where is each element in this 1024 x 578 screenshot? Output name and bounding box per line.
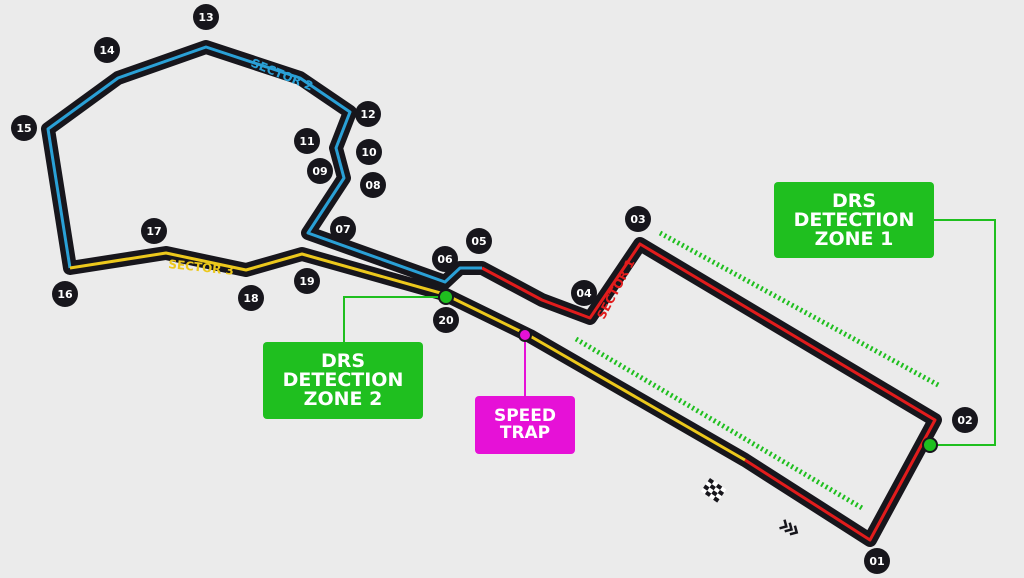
drs2-line2: DETECTION — [282, 369, 404, 391]
turn-20-marker: 20 — [433, 307, 459, 333]
turn-07-marker: 07 — [330, 216, 356, 242]
turn-16-label: 16 — [57, 288, 73, 301]
speed-trap-line2: TRAP — [499, 423, 551, 443]
turn-01-marker: 01 — [864, 548, 890, 574]
turn-17-marker: 17 — [141, 218, 167, 244]
drs1-line1: DRS — [831, 189, 877, 212]
direction-chevrons-icon — [779, 519, 799, 536]
turn-01-label: 01 — [869, 555, 884, 568]
turn-10-marker: 10 — [356, 139, 382, 165]
turn-08-label: 08 — [365, 179, 380, 192]
turn-13-marker: 13 — [193, 4, 219, 30]
speed-trap-point — [518, 328, 532, 342]
drs-zone-2-line — [574, 336, 864, 511]
turn-16-marker: 16 — [52, 281, 78, 307]
turn-11-marker: 11 — [294, 128, 320, 154]
turn-07-label: 07 — [335, 223, 350, 236]
turn-06-label: 06 — [437, 253, 453, 266]
turn-04-marker: 04 — [571, 280, 597, 306]
speed-trap-line1: SPEED — [493, 406, 557, 426]
turn-19-marker: 19 — [294, 268, 320, 294]
turn-20-label: 20 — [438, 314, 454, 327]
chequered-flag-icon — [700, 478, 727, 503]
sector-2-line — [46, 45, 482, 284]
turn-05-label: 05 — [471, 235, 486, 248]
drs-1-detection-point — [922, 437, 938, 453]
turn-14-marker: 14 — [94, 37, 120, 63]
turn-09-marker: 09 — [307, 158, 333, 184]
drs2-line1: DRS — [320, 350, 366, 372]
turn-13-label: 13 — [198, 11, 213, 24]
turn-11-label: 11 — [299, 135, 314, 148]
turn-17-label: 17 — [146, 225, 161, 238]
track-outline — [41, 40, 942, 547]
drs1-line3: ZONE 1 — [814, 227, 894, 250]
sector-1-line — [481, 242, 937, 542]
turn-12-label: 12 — [360, 108, 375, 121]
turn-12-marker: 12 — [355, 101, 381, 127]
turn-19-label: 19 — [299, 275, 314, 288]
turn-15-marker: 15 — [11, 115, 37, 141]
turn-10-label: 10 — [361, 146, 377, 159]
speed-trap-callout: SPEED TRAP — [475, 396, 575, 454]
turn-18-label: 18 — [243, 292, 258, 305]
drs-2-detection-point — [438, 289, 454, 305]
drs-2-connector — [343, 296, 446, 342]
turn-03-label: 03 — [630, 213, 645, 226]
turn-15-label: 15 — [16, 122, 31, 135]
drs1-line2: DETECTION — [793, 208, 915, 231]
turn-18-marker: 18 — [238, 285, 264, 311]
drs-detection-zone-2-callout: DRS DETECTION ZONE 2 — [263, 342, 423, 419]
turn-02-marker: 02 — [952, 407, 978, 433]
turn-05-marker: 05 — [466, 228, 492, 254]
turn-06-marker: 06 — [432, 246, 458, 272]
turn-04-label: 04 — [576, 287, 592, 300]
sector-3-label: SECTOR 3 — [168, 257, 235, 278]
turn-09-label: 09 — [312, 165, 327, 178]
sector-1-label: SECTOR 1 — [594, 257, 637, 322]
turn-02-label: 02 — [957, 414, 972, 427]
turn-08-marker: 08 — [360, 172, 386, 198]
drs-zone-1-line — [658, 230, 942, 389]
turn-14-label: 14 — [99, 44, 115, 57]
turn-03-marker: 03 — [625, 206, 651, 232]
drs-detection-zone-1-callout: DRS DETECTION ZONE 1 — [774, 182, 934, 258]
drs-1-connector — [930, 219, 996, 446]
drs2-line3: ZONE 2 — [303, 388, 383, 410]
